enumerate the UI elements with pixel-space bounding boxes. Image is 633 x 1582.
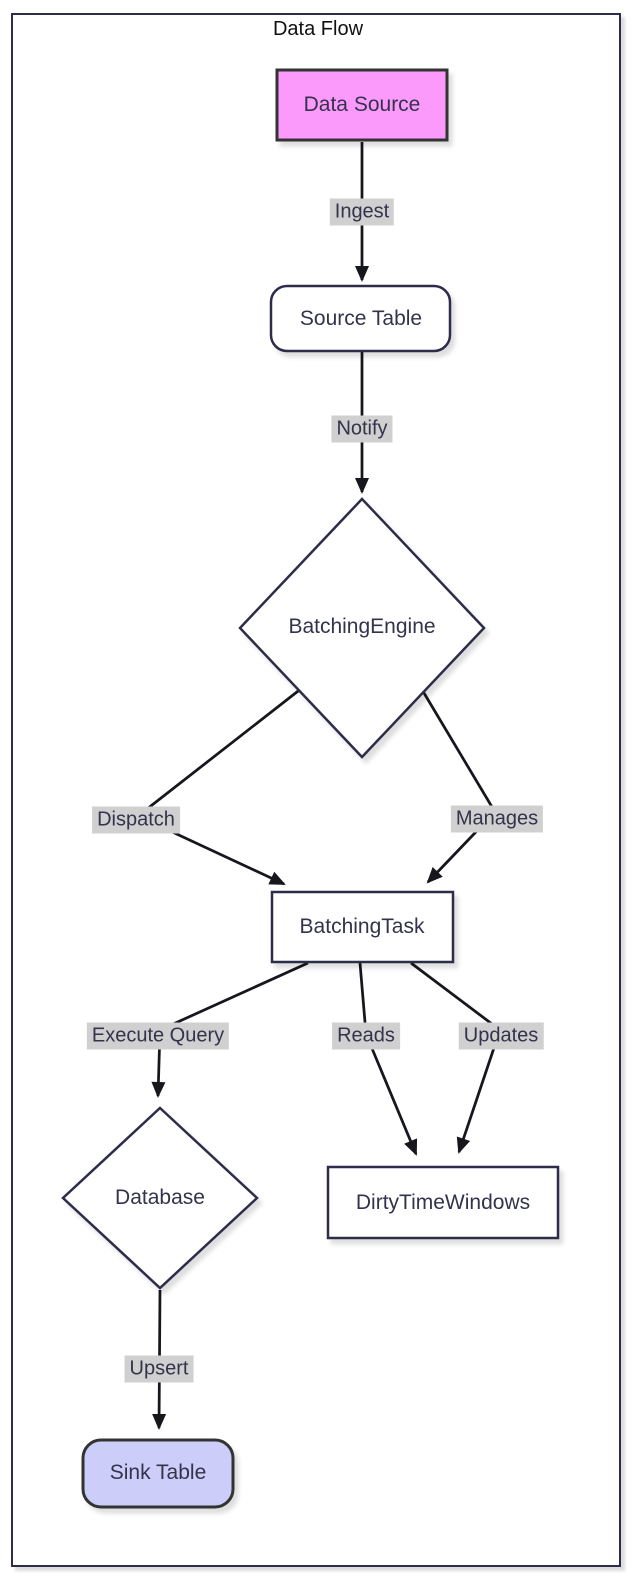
edge-dispatch-line [136,686,303,886]
edge-label-execute-query: Execute Query [86,1022,230,1050]
node-dirty-time-windows-label: DirtyTimeWindows [355,1191,531,1214]
node-sink-table-label: Sink Table [109,1461,207,1484]
node-data-source-label: Data Source [303,93,421,116]
edge-label-notify: Notify [331,415,393,443]
node-database-shape [61,1106,259,1290]
data-flow-container [11,13,621,1567]
edge-manages-line [419,687,497,884]
node-data-source-shape [275,68,449,142]
node-source-table-shape [269,284,452,353]
node-database-label: Database [115,1186,205,1209]
node-batching-engine-label: BatchingEngine [288,615,436,638]
edge-label-updates: Updates [458,1022,544,1050]
diagram-title: Data Flow [272,18,364,40]
edge-updates-line [410,961,502,1154]
edge-label-ingest: Ingest [329,198,395,226]
node-batching-task-shape [270,890,455,964]
node-batching-task-label: BatchingTask [299,915,425,938]
edge-label-dispatch: Dispatch [92,806,180,834]
edge-label-reads: Reads [332,1022,400,1050]
node-sink-table-shape [81,1438,235,1509]
node-shapes [61,68,560,1509]
node-batching-engine-shape [238,497,486,759]
edge-label-upsert: Upsert [124,1355,194,1383]
edge-label-manages: Manages [450,805,544,833]
edge-reads-line [358,962,418,1156]
node-source-table-label: Source Table [299,307,423,330]
node-dirty-time-windows-shape [326,1165,560,1240]
